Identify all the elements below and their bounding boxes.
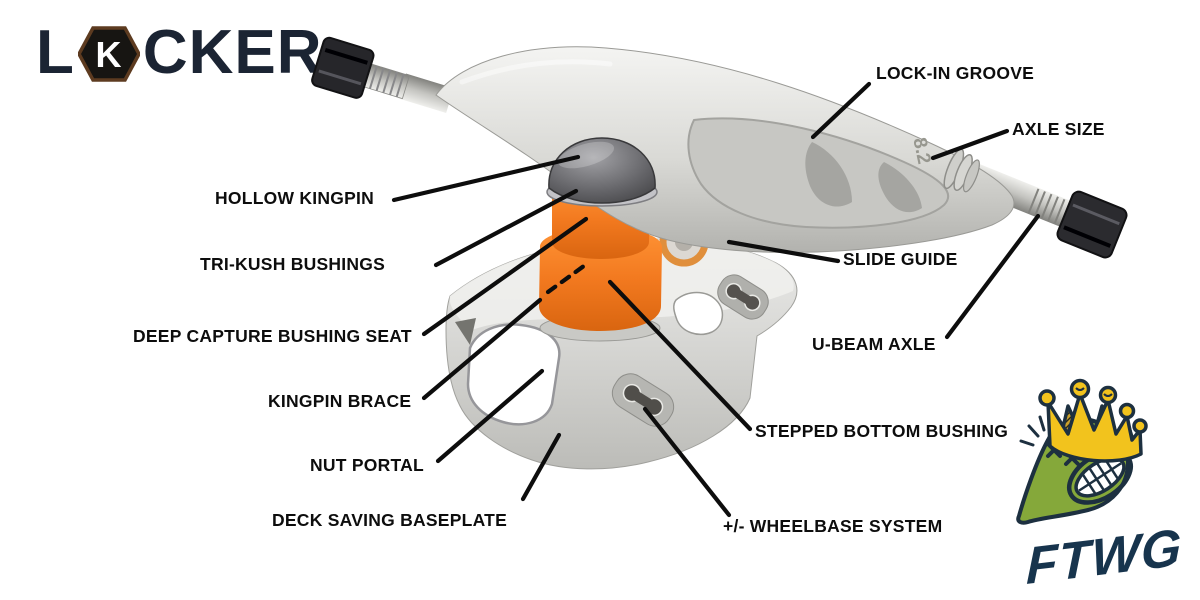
- lock-in-groove-rings: [943, 148, 980, 193]
- callout-deep-capture-bushing-seat: DEEP CAPTURE BUSHING SEAT: [133, 326, 412, 346]
- skateboard-truck: 8.2: [311, 36, 1128, 470]
- leader-deep-capture-seat: [421, 216, 589, 337]
- callout-nut-portal: NUT PORTAL: [310, 455, 424, 475]
- leader-hollow-kingpin: [391, 154, 581, 203]
- leader-slide-guide: [726, 239, 841, 264]
- badge-wordmark: FTWG: [1026, 519, 1183, 596]
- logo-glyph-letter: K: [95, 34, 122, 75]
- locker-logo: L K CKER: [36, 22, 323, 84]
- badge-crown: [1038, 378, 1148, 463]
- hanger-window-fin: [878, 162, 922, 213]
- callout-hollow-kingpin: HOLLOW KINGPIN: [215, 188, 375, 208]
- logo-suffix: CKER: [142, 18, 323, 87]
- callout-kingpin-brace: KINGPIN BRACE: [268, 391, 412, 411]
- axle-left: [311, 36, 454, 114]
- leader-deck-saving-baseplate: [520, 432, 562, 502]
- leader-stepped-bottom-bushing: [607, 279, 753, 432]
- leader-kingpin-brace-hidden: [545, 260, 591, 295]
- leader-u-beam-axle: [944, 213, 1041, 340]
- callout-stepped-bottom-bushing: STEPPED BOTTOM BUSHING: [755, 421, 1009, 441]
- callout-lock-in-groove: LOCK-IN GROOVE: [876, 63, 1035, 83]
- leader-lock-in-groove: [810, 81, 872, 140]
- leader-kingpin-brace: [421, 297, 543, 401]
- hollow-kingpin-nut: [548, 137, 656, 204]
- wheelbase-slot-front: [611, 373, 675, 427]
- hex-nut-logo-icon: K: [77, 26, 140, 82]
- callout-wheelbase-system: +/- WHEELBASE SYSTEM: [723, 516, 943, 536]
- leader-nut-portal: [435, 368, 545, 464]
- ftwg-badge: FTWG: [1016, 378, 1183, 596]
- callout-u-beam-axle: U-BEAM AXLE: [812, 334, 936, 354]
- hanger-window-fin: [805, 142, 852, 207]
- baseplate: [445, 238, 798, 470]
- badge-grin: [1067, 449, 1133, 505]
- badge-spikes: [1019, 415, 1046, 447]
- leader-axle-size: [930, 128, 1010, 161]
- leader-wheelbase-system: [642, 406, 732, 518]
- callout-tri-kush-bushings: TRI-KUSH BUSHINGS: [200, 254, 386, 274]
- axle-nut-right: [1056, 190, 1128, 259]
- baseplate-notch: [455, 318, 476, 345]
- axle-nut-left: [311, 36, 375, 99]
- nut-portal-window: [466, 323, 561, 426]
- callout-deck-saving-baseplate: DECK SAVING BASEPLATE: [272, 510, 508, 530]
- teardrop-hole: [673, 291, 724, 336]
- hanger: [435, 46, 1015, 253]
- logo-prefix: L: [36, 18, 75, 87]
- leader-lines: [391, 81, 1041, 518]
- wheelbase-slot-rear: [717, 274, 769, 320]
- leader-tri-kush-bushings: [433, 188, 579, 268]
- callout-slide-guide: SLIDE GUIDE: [843, 249, 958, 269]
- callout-axle-size: AXLE SIZE: [1012, 119, 1105, 139]
